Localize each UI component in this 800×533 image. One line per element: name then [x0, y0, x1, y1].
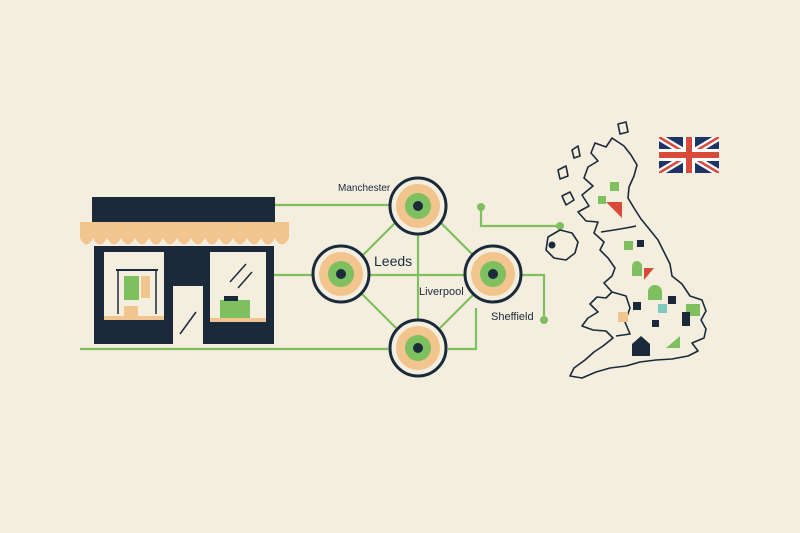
- marker-square: [652, 320, 659, 327]
- marker-pin: [632, 261, 642, 276]
- shelf: [104, 316, 164, 320]
- city-label-leeds: Leeds: [374, 253, 413, 269]
- storefront-icon: [80, 197, 289, 344]
- city-label-sheffield: Sheffield: [491, 311, 534, 323]
- connector-leeds-south: [357, 289, 397, 329]
- ireland-marker-dot: [548, 241, 556, 249]
- island-outline: [561, 191, 575, 206]
- connector-south-right: [448, 308, 478, 351]
- marker-square: [624, 241, 633, 250]
- connector-liverpool-south: [439, 291, 477, 329]
- garment-icon: [124, 276, 139, 300]
- marker-triangle: [644, 268, 654, 280]
- marker-pin: [648, 285, 662, 300]
- marker-square: [668, 296, 676, 304]
- window-glare: [237, 271, 253, 289]
- connector-manchester-liverpool: [439, 221, 477, 259]
- window-glare: [229, 263, 247, 283]
- great-britain-outline: [569, 137, 707, 379]
- connector-lines: [80, 203, 560, 351]
- uk-map-icon: [545, 121, 707, 379]
- city-node-liverpool: [463, 244, 523, 304]
- marker-square: [598, 196, 606, 204]
- connector-dot: [540, 316, 548, 324]
- marker-square: [637, 240, 644, 247]
- marker-square: [682, 312, 690, 326]
- garment-icon: [141, 276, 150, 298]
- marker-square: [610, 182, 619, 191]
- city-label-manchester: Manchester: [338, 183, 391, 194]
- marker-envelope: [632, 336, 650, 356]
- shelf: [210, 318, 266, 322]
- northern-ireland-outline: [545, 229, 579, 261]
- display-box-icon: [224, 296, 238, 301]
- connector-sheffield-link: [512, 273, 546, 320]
- connector-map-link: [479, 207, 560, 228]
- connector-dot: [477, 203, 485, 211]
- display-box-icon: [220, 300, 250, 318]
- display-box-icon: [124, 306, 138, 316]
- marker-triangle: [606, 202, 622, 218]
- island-outline: [617, 121, 629, 135]
- city-node-leeds: [311, 244, 371, 304]
- door-glare: [179, 311, 197, 335]
- marker-square: [618, 312, 628, 322]
- connector-dot: [556, 222, 564, 230]
- city-label-liverpool: Liverpool: [419, 286, 464, 298]
- marker-square: [633, 302, 641, 310]
- marker-triangle: [666, 336, 680, 348]
- marker-square: [658, 304, 667, 313]
- shop-door: [173, 286, 203, 344]
- uk-flag-icon: [659, 137, 719, 173]
- island-outline: [571, 145, 581, 159]
- city-node-sheffield: [388, 318, 448, 378]
- shop-roof: [92, 197, 275, 222]
- island-outline: [557, 165, 569, 180]
- scotland-border: [600, 225, 637, 233]
- city-node-manchester: [388, 176, 448, 236]
- map-markers: [598, 182, 700, 356]
- connector-manchester-leeds: [357, 221, 397, 261]
- shop-awning: [80, 222, 289, 245]
